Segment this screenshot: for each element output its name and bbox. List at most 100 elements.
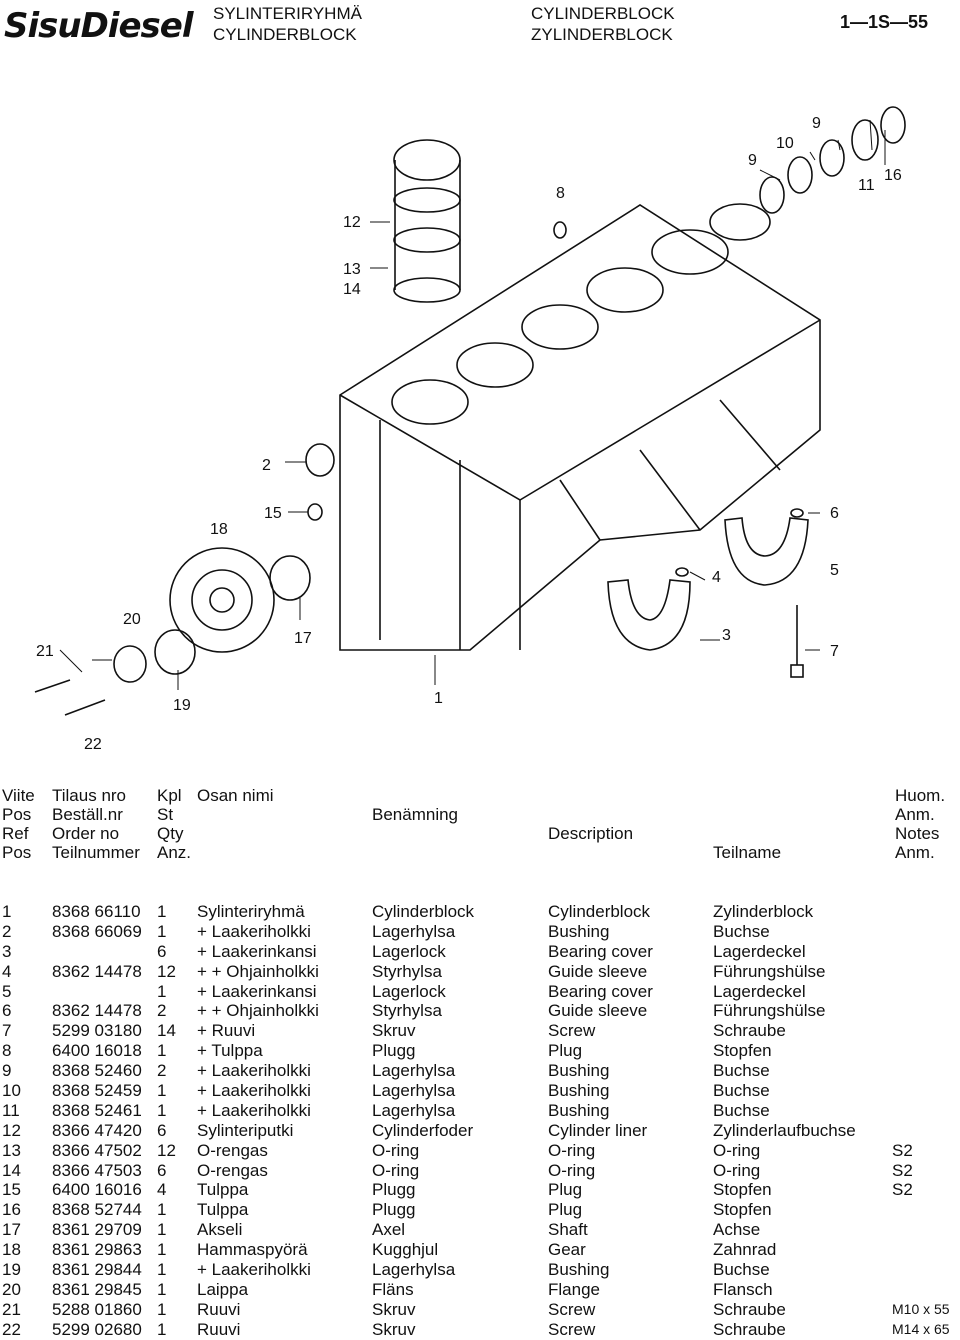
cell-pos: 7	[2, 1021, 12, 1041]
cell-qty: 4	[157, 1180, 167, 1200]
cell-name-de: Lagerdeckel	[713, 941, 806, 961]
cell-qty: 1	[157, 981, 167, 1001]
cell-name-en: Bushing	[548, 921, 610, 941]
cell-name-fi: Ruuvi	[197, 1319, 241, 1339]
header-name-sv: Benämning	[372, 805, 459, 824]
cell-name-en: Bearing cover	[548, 941, 653, 961]
cell-pos: 16	[2, 1200, 21, 1220]
cell-name-de: Buchse	[713, 1100, 770, 1120]
cell-name-sv: Lagerhylsa	[372, 1260, 456, 1280]
cell-name-fi: Akseli	[197, 1220, 243, 1240]
callout-4: 4	[712, 569, 721, 586]
cell-name-sv: Plugg	[372, 1041, 416, 1061]
cell-pos: 14	[2, 1160, 21, 1180]
cell-name-fi: + + Ohjainholkki	[197, 1001, 319, 1021]
cell-name-fi: + Ruuvi	[197, 1021, 256, 1041]
cell-pos: 9	[2, 1061, 12, 1081]
cell-qty: 1	[157, 1081, 167, 1101]
cell-name-en: Bushing	[548, 1260, 610, 1280]
callout-5: 5	[830, 562, 839, 579]
cell-name-sv: Skruv	[372, 1021, 416, 1041]
header-notes-sv: Anm.	[895, 805, 935, 824]
header-pos-fi: Viite	[2, 786, 35, 805]
cell-name-en: Bushing	[548, 1081, 610, 1101]
cell-name-fi: Laippa	[197, 1279, 249, 1299]
cell-order-no: 8368 66069	[52, 921, 142, 941]
header-title-fi-sv: SYLINTERIRYHMÄ CYLINDERBLOCK	[213, 3, 362, 45]
cell-pos: 13	[2, 1140, 21, 1160]
cell-qty: 2	[157, 1061, 167, 1081]
cell-order-no: 8366 47503	[52, 1160, 142, 1180]
header-name-de: Teilname	[713, 843, 782, 862]
header-order-sv: Beställ.nr	[52, 805, 123, 824]
cell-order-no: 8362 14478	[52, 961, 142, 981]
cell-order-no: 8368 52744	[52, 1200, 142, 1220]
cell-order-no: 8361 29863	[52, 1240, 142, 1260]
cell-name-en: Bushing	[548, 1100, 610, 1120]
cell-pos: 10	[2, 1081, 21, 1101]
cell-pos: 15	[2, 1180, 21, 1200]
cell-pos: 20	[2, 1279, 21, 1299]
cell-pos: 3	[2, 941, 12, 961]
header-order-fi: Tilaus nro	[52, 786, 127, 805]
cell-pos: 17	[2, 1220, 21, 1240]
cell-name-en: Bearing cover	[548, 981, 653, 1001]
cell-qty: 1	[157, 902, 167, 921]
cell-name-de: Führungshülse	[713, 961, 826, 981]
cell-name-de: Flansch	[713, 1279, 773, 1299]
header-notes-fi: Huom.	[895, 786, 946, 805]
cell-pos: 6	[2, 1001, 12, 1021]
cell-qty: 12	[157, 961, 176, 981]
callout-14: 14	[343, 281, 361, 298]
cell-notes: M10 x 55	[892, 1300, 950, 1317]
cell-name-de: Schraube	[713, 1319, 786, 1339]
cell-name-en: Guide sleeve	[548, 961, 648, 981]
cell-order-no: 8366 47420	[52, 1120, 142, 1140]
cell-name-fi: O-rengas	[197, 1140, 268, 1160]
cell-name-de: Zylinderblock	[713, 902, 814, 921]
page-header: SisuDiesel SYLINTERIRYHMÄ CYLINDERBLOCK …	[0, 0, 960, 48]
cell-name-sv: Plugg	[372, 1200, 416, 1220]
cell-name-fi: + Tulppa	[197, 1041, 263, 1061]
cell-name-sv: Lagerhylsa	[372, 1100, 456, 1120]
cell-name-de: O-ring	[713, 1160, 761, 1180]
cell-name-en: Cylinderblock	[548, 902, 651, 921]
callout-18: 18	[210, 521, 228, 538]
cell-name-de: O-ring	[713, 1140, 761, 1160]
cell-name-en: Plug	[548, 1041, 583, 1061]
cell-name-de: Buchse	[713, 921, 770, 941]
callout-20: 20	[123, 611, 141, 628]
cell-qty: 1	[157, 1220, 167, 1240]
cell-name-sv: Styrhylsa	[372, 1001, 442, 1021]
callout-17: 17	[294, 630, 312, 647]
cell-name-en: Plug	[548, 1200, 583, 1220]
header-pos-sv: Pos	[2, 805, 32, 824]
cell-name-sv: Skruv	[372, 1319, 416, 1339]
cell-order-no: 6400 16018	[52, 1041, 142, 1061]
cell-qty: 1	[157, 1260, 167, 1280]
cell-pos: 19	[2, 1260, 21, 1280]
cell-pos: 21	[2, 1299, 21, 1319]
callout-1: 1	[434, 690, 443, 707]
cell-name-sv: Lagerhylsa	[372, 1061, 456, 1081]
callout-13: 13	[343, 261, 361, 278]
cell-name-sv: Fläns	[372, 1279, 414, 1299]
callout-22: 22	[84, 736, 102, 753]
cell-name-en: Shaft	[548, 1220, 588, 1240]
cell-qty: 6	[157, 1120, 167, 1140]
header-notes-en: Notes	[895, 824, 940, 843]
header-name-en: Description	[548, 824, 634, 843]
header-title-en-de: CYLINDERBLOCK ZYLINDERBLOCK	[531, 3, 675, 45]
callout-19: 19	[173, 697, 191, 714]
callout-10: 10	[776, 135, 794, 152]
